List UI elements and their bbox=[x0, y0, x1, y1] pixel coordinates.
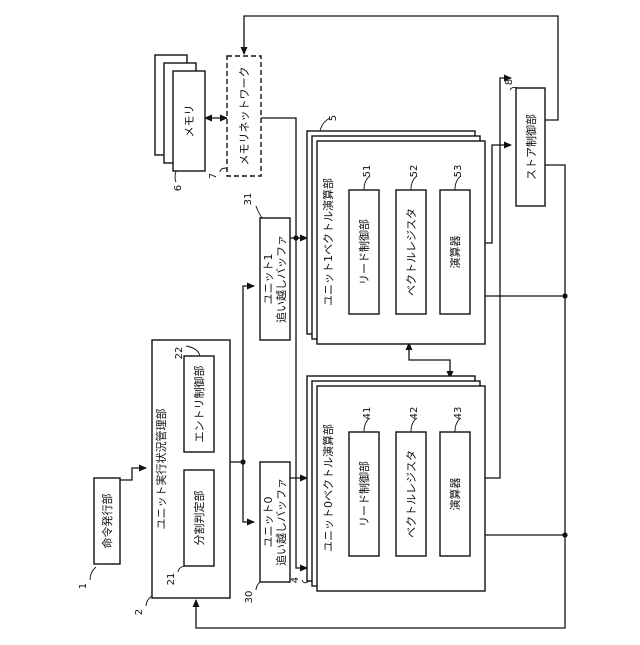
memory-label: メモリ bbox=[183, 105, 196, 138]
junction-dot bbox=[293, 235, 298, 240]
ref-leader bbox=[256, 582, 260, 590]
ref-unit-status-manager: 2 bbox=[134, 609, 145, 615]
junction-dot bbox=[240, 459, 245, 464]
ref-leader bbox=[220, 168, 227, 172]
connector-store-to-network bbox=[244, 16, 558, 120]
ref-alu1: 53 bbox=[453, 165, 464, 178]
ref-instruction-issue: 1 bbox=[78, 583, 89, 589]
entry-control-label: エントリ制御部 bbox=[192, 366, 206, 443]
ref-split-judgment: 21 bbox=[166, 573, 177, 586]
ref-read-control1: 51 bbox=[362, 165, 373, 178]
ref-vector-register1: 52 bbox=[409, 165, 420, 178]
unit1-vector-label: ユニット1ベクトル演算部 bbox=[321, 178, 335, 306]
ref-memory: 6 bbox=[173, 185, 184, 191]
read-control1-label: リード制御部 bbox=[357, 219, 371, 285]
ref-buffer0: 30 bbox=[244, 591, 255, 604]
ref-unit0-vector: 4 bbox=[290, 577, 301, 583]
ref-entry-control: 22 bbox=[174, 347, 185, 360]
connector-to-buffer0 bbox=[243, 462, 254, 522]
buffer0-label-line2: 追い越しバッファ bbox=[274, 478, 288, 566]
alu1-label: 演算器 bbox=[448, 236, 462, 269]
ref-buffer1: 31 bbox=[243, 193, 254, 206]
ref-leader bbox=[90, 567, 96, 580]
buffer0-label-line1: ユニット0 bbox=[262, 497, 275, 548]
instruction-issue-label: 命令発行部 bbox=[100, 494, 114, 549]
vector-register0-label: ベクトルレジスタ bbox=[405, 450, 418, 538]
alu0-label: 演算器 bbox=[448, 478, 462, 511]
memory-network-label: メモリネットワーク bbox=[238, 67, 251, 166]
ref-store-control: 8 bbox=[504, 79, 515, 85]
connector-unit0-to-store bbox=[485, 78, 511, 478]
ref-leader bbox=[256, 206, 262, 218]
vector-register1-label: ベクトルレジスタ bbox=[405, 208, 418, 296]
ref-unit1-vector: 5 bbox=[328, 115, 339, 121]
ref-memory-network: 7 bbox=[208, 173, 219, 179]
split-judgment-label: 分割判定部 bbox=[192, 491, 206, 546]
ref-leader bbox=[146, 596, 152, 606]
connector-to-buffer1 bbox=[243, 286, 254, 462]
connector-unit0-unit1 bbox=[409, 343, 450, 378]
unit-status-manager-label: ユニット実行状況管理部 bbox=[154, 409, 168, 530]
store-control-label: ストア制御部 bbox=[524, 114, 538, 180]
read-control0-label: リード制御部 bbox=[357, 461, 371, 527]
ref-alu0: 43 bbox=[453, 407, 464, 420]
unit0-vector-label: ユニット0ベクトル演算部 bbox=[321, 424, 335, 552]
junction-dot bbox=[562, 532, 567, 537]
ref-read-control0: 41 bbox=[362, 407, 373, 420]
ref-vector-register0: 42 bbox=[409, 407, 420, 420]
junction-dot bbox=[562, 293, 567, 298]
connector-issue-to-manager bbox=[120, 468, 146, 480]
connector-unit1-to-store bbox=[485, 145, 511, 243]
ref-leader bbox=[175, 171, 176, 182]
buffer1-label-line2: 追い越しバッファ bbox=[274, 235, 288, 323]
buffer1-label-line1: ユニット1 bbox=[262, 254, 275, 305]
